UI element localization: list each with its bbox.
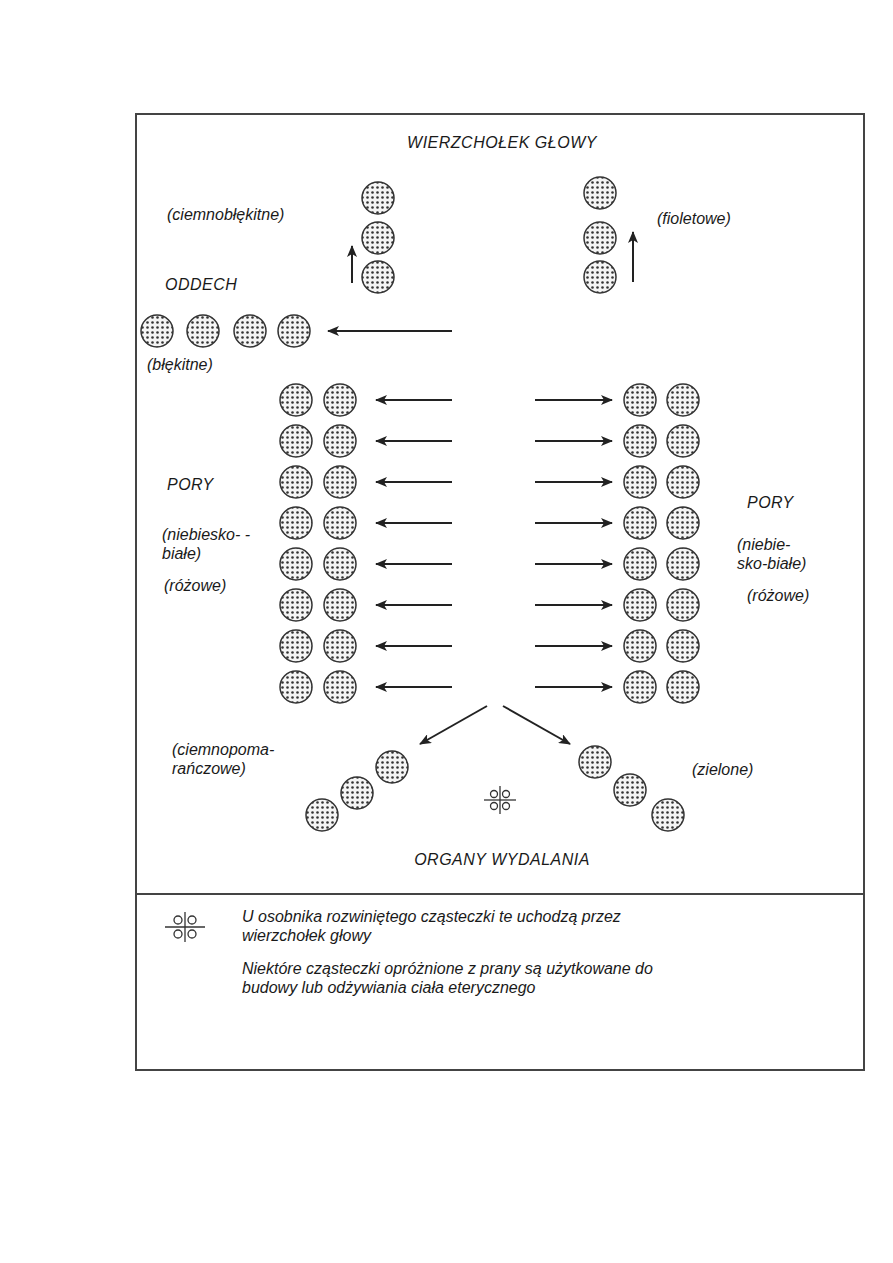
particle <box>624 548 656 580</box>
particle <box>584 222 616 254</box>
particle <box>624 630 656 662</box>
particle <box>324 466 356 498</box>
flow-arrow <box>632 232 634 282</box>
particle <box>324 630 356 662</box>
particle <box>324 425 356 457</box>
particle <box>280 384 312 416</box>
flow-arrow <box>376 686 452 688</box>
particle <box>324 671 356 703</box>
particle <box>614 774 646 806</box>
diagram-label: ORGANY WYDALANIA <box>137 850 867 869</box>
particle <box>667 466 699 498</box>
particle <box>667 630 699 662</box>
flow-arrow <box>535 481 612 483</box>
particle <box>652 799 684 831</box>
particle <box>141 315 173 347</box>
flow-arrow <box>376 399 452 401</box>
particle <box>324 548 356 580</box>
particle <box>280 630 312 662</box>
particle <box>324 384 356 416</box>
flow-arrow <box>376 522 452 524</box>
diagram-label: (fioletowe) <box>657 209 777 228</box>
flow-arrow <box>376 645 452 647</box>
diagram-label: (różowe) <box>747 586 837 605</box>
diagram-label: ODDECH <box>165 275 275 294</box>
flow-arrow <box>535 563 612 565</box>
diagram-label: (niebie- sko-białe) <box>737 535 825 573</box>
particle <box>324 589 356 621</box>
flow-arrow <box>351 246 353 283</box>
particle <box>624 507 656 539</box>
diagram-label: WIERZCHOŁEK GŁOWY <box>137 133 867 152</box>
particle <box>341 777 373 809</box>
particle <box>187 315 219 347</box>
particle <box>667 425 699 457</box>
prana-particles <box>141 177 699 831</box>
particle <box>362 261 394 293</box>
legend-panel: U osobnika rozwiniętego cząsteczki te uc… <box>135 893 865 1071</box>
particle <box>280 548 312 580</box>
particle <box>280 589 312 621</box>
particle <box>278 315 310 347</box>
flow-arrow <box>503 706 570 744</box>
diagram-label: (ciemnobłękitne) <box>167 205 317 224</box>
legend-symbol <box>165 912 205 942</box>
particle <box>667 589 699 621</box>
particle <box>362 182 394 214</box>
diagram-label: (niebiesko- -białe) <box>162 525 257 563</box>
flow-arrow <box>376 563 452 565</box>
particle <box>324 507 356 539</box>
particle <box>624 466 656 498</box>
particle <box>624 671 656 703</box>
particle <box>584 261 616 293</box>
particle <box>624 425 656 457</box>
particle <box>667 671 699 703</box>
particle <box>667 548 699 580</box>
flow-arrow <box>535 686 612 688</box>
diagram-label: (różowe) <box>164 576 254 595</box>
particle <box>280 507 312 539</box>
particle <box>667 384 699 416</box>
particle <box>306 799 338 831</box>
particle <box>280 425 312 457</box>
flow-arrow <box>376 481 452 483</box>
flow-arrow <box>535 645 612 647</box>
diagram-panel: WIERZCHOŁEK GŁOWY (ciemnobłękitne) (fiolet… <box>135 113 865 895</box>
flow-arrow <box>535 604 612 606</box>
flow-arrow <box>535 399 612 401</box>
diagram-label: PORY <box>747 493 827 512</box>
particle <box>624 589 656 621</box>
particle <box>280 466 312 498</box>
flow-arrow <box>328 330 452 332</box>
particle <box>362 222 394 254</box>
flow-arrow <box>376 604 452 606</box>
flow-arrow <box>376 440 452 442</box>
legend-note: Niektóre cząsteczki opróżnione z prany s… <box>242 959 682 997</box>
flow-arrow <box>420 706 487 744</box>
flow-arrow <box>535 522 612 524</box>
particle <box>376 751 408 783</box>
exit-symbol <box>484 786 516 814</box>
particle <box>667 507 699 539</box>
particle <box>280 671 312 703</box>
particle <box>624 384 656 416</box>
particle <box>234 315 266 347</box>
legend-note: U osobnika rozwiniętego cząsteczki te uc… <box>242 907 682 945</box>
particle <box>584 177 616 209</box>
diagram-label: (ciemnopoma- rańczowe) <box>172 740 287 778</box>
diagram-label: PORY <box>167 475 247 494</box>
flow-arrow <box>535 440 612 442</box>
particle <box>579 746 611 778</box>
flow-arrows <box>328 232 633 744</box>
diagram-label: (zielone) <box>692 760 792 779</box>
diagram-label: (błękitne) <box>147 355 267 374</box>
